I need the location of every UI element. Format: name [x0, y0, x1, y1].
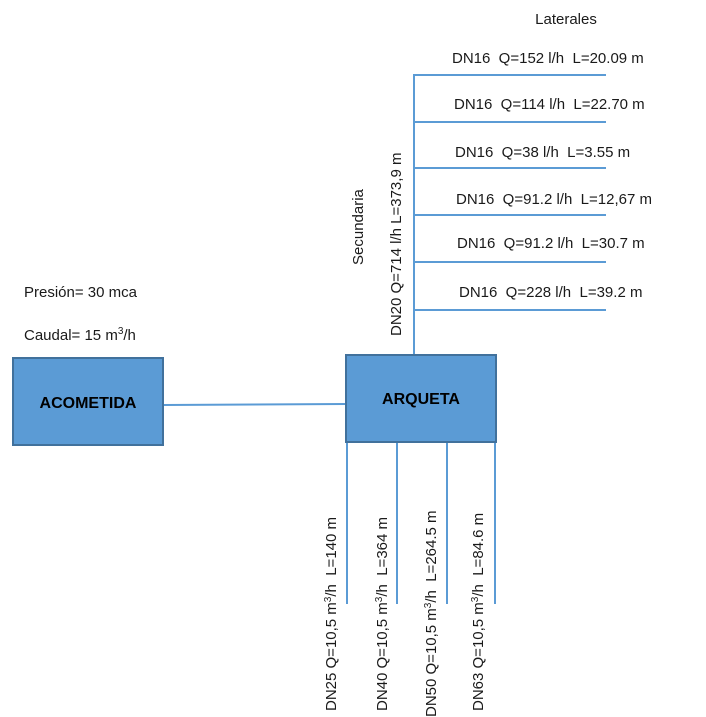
main-label-superscript: 3 [423, 602, 434, 608]
secondary-spec: DN20 Q=714 l/h L=373,9 m [388, 153, 405, 336]
arqueta-box: ARQUETA [345, 354, 497, 443]
laterals: DN16 Q=152 l/h L=20.09 m DN16 Q=114 l/h … [414, 50, 652, 311]
main-label: DN63 Q=10,5 m3/h L=84.6 m [470, 513, 487, 711]
flow-label: Caudal= 15 m3/h [24, 326, 136, 344]
lateral-label: DN16 Q=152 l/h L=20.09 m [452, 50, 644, 67]
main-pipes [346, 442, 496, 604]
main-label-suffix: /h L=84.6 m [470, 513, 487, 597]
lateral-label: DN16 Q=91.2 l/h L=12,67 m [456, 191, 652, 208]
main-label-prefix: DN50 Q=10,5 m [423, 608, 440, 717]
flow-label-suffix: /h [123, 327, 136, 344]
arqueta-label: ARQUETA [382, 391, 460, 408]
supply-pipe [163, 403, 347, 406]
pressure-label: Presión= 30 mca [24, 284, 138, 301]
lateral-label: DN16 Q=228 l/h L=39.2 m [459, 284, 642, 301]
main-label-prefix: DN40 Q=10,5 m [374, 602, 391, 711]
secondary-name: Secundaria [350, 188, 367, 265]
flow-label-prefix: Caudal= 15 m [24, 327, 118, 344]
flow-label-superscript: 3 [118, 326, 124, 337]
acometida-rect [12, 357, 164, 446]
main-label-superscript: 3 [470, 596, 481, 602]
lateral-label: DN16 Q=38 l/h L=3.55 m [455, 144, 630, 161]
lateral-label: DN16 Q=91.2 l/h L=30.7 m [457, 235, 645, 252]
main-label-prefix: DN63 Q=10,5 m [470, 602, 487, 711]
acometida-box: ACOMETIDA [12, 357, 164, 446]
arqueta-rect [345, 354, 497, 443]
acometida-label: ACOMETIDA [40, 395, 137, 412]
main-label-suffix: /h L=264.5 m [423, 510, 440, 602]
main-label-suffix: /h L=140 m [323, 517, 340, 597]
main-label: DN40 Q=10,5 m3/h L=364 m [374, 517, 391, 711]
lateral-label: DN16 Q=114 l/h L=22.70 m [454, 96, 645, 113]
main-label: DN50 Q=10,5 m3/h L=264.5 m [423, 510, 440, 717]
main-label-superscript: 3 [323, 596, 334, 602]
laterales-title: Laterales [535, 11, 597, 28]
main-label-prefix: DN25 Q=10,5 m [323, 602, 340, 711]
main-label: DN25 Q=10,5 m3/h L=140 m [323, 517, 340, 711]
main-label-suffix: /h L=364 m [374, 517, 391, 597]
main-label-superscript: 3 [374, 596, 385, 602]
